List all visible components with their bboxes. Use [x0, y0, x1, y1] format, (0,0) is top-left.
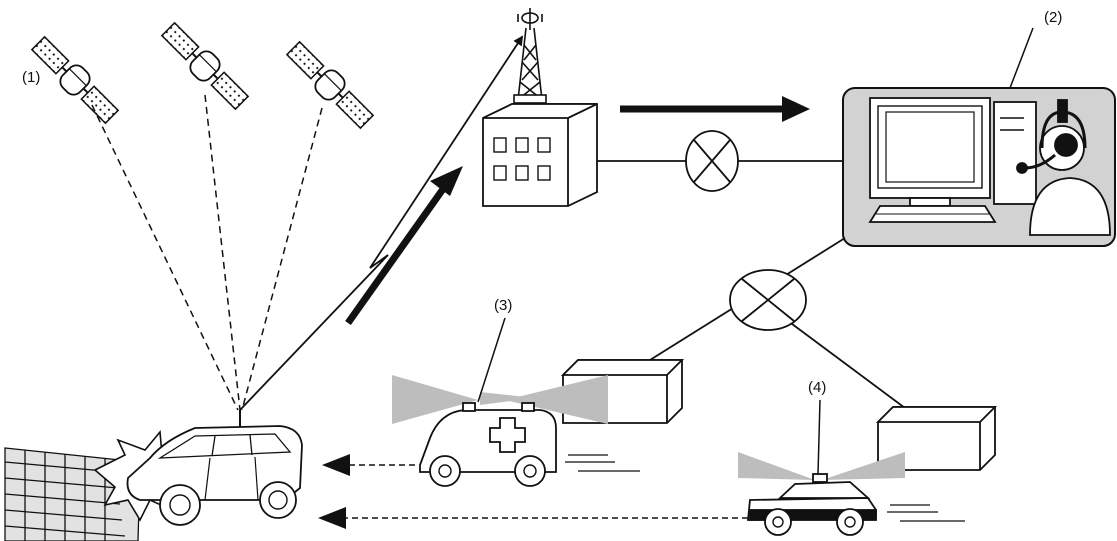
speed-lines — [887, 504, 965, 522]
gps-signal-lines — [91, 94, 323, 411]
siren-beam — [822, 452, 905, 480]
ambulance-icon — [419, 402, 557, 487]
leader-line — [477, 317, 506, 403]
speed-lines — [565, 454, 640, 472]
crashed-car-icon — [126, 410, 303, 526]
siren-beam — [480, 392, 535, 405]
siren-beam — [738, 452, 815, 480]
operator-center-label: (2) — [1044, 9, 1062, 26]
radio-tower-icon — [513, 8, 547, 104]
siren-beam — [505, 375, 608, 424]
satellite-icon — [282, 37, 378, 133]
siren-beam — [392, 375, 478, 424]
data-flow-arrow-up — [345, 166, 463, 326]
arrowhead-icon — [322, 454, 350, 476]
data-flow-arrow-right — [620, 96, 810, 122]
network-line — [779, 314, 906, 409]
network-exchange-icon — [729, 269, 807, 331]
network-exchange-icon — [685, 130, 739, 192]
police-car-icon — [747, 473, 877, 536]
leader-line — [1009, 27, 1034, 89]
relay-building-icon — [482, 103, 598, 207]
cellular-signal-line — [239, 35, 524, 411]
station-box-icon — [875, 406, 998, 471]
leader-line — [817, 399, 821, 475]
computer-monitor-icon — [868, 97, 1037, 223]
ambulance-label: (3) — [494, 297, 512, 314]
police-car-label: (4) — [808, 379, 826, 396]
satellite-group — [27, 18, 378, 133]
satellite-icon — [27, 32, 123, 128]
operator-headset-icon — [1016, 99, 1111, 236]
arrowhead-icon — [318, 507, 346, 529]
satellites-label: (1) — [22, 69, 40, 86]
